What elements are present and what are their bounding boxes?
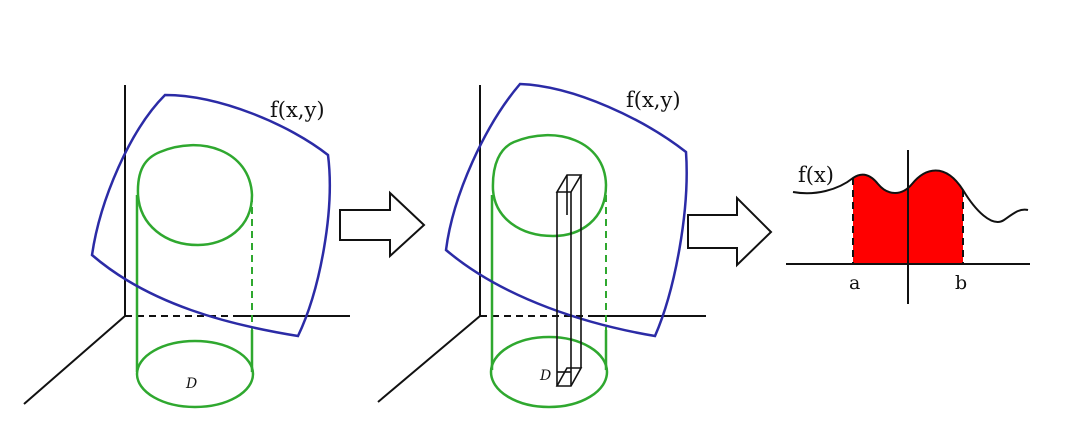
x-axis (23, 315, 126, 405)
region-label: D (185, 376, 197, 392)
surface-label: f(x,y) (626, 88, 681, 112)
region-on-surface (491, 133, 608, 238)
region-d-base (489, 335, 609, 409)
x-axis (377, 315, 481, 403)
region-label: D (539, 368, 551, 384)
right-arrow-icon (339, 190, 426, 259)
panel-surface-over-region: f(x,y) D (23, 85, 350, 409)
volume-column-icon (555, 174, 583, 387)
right-arrow-icon (687, 195, 773, 268)
panel-single-integral: f(x) a b (786, 150, 1030, 304)
panel-surface-with-column: f(x,y) D (377, 82, 706, 409)
curve-label: f(x) (798, 163, 834, 187)
region-on-surface (136, 143, 254, 247)
lower-limit-label: a (849, 272, 860, 294)
surface-fxy (444, 82, 688, 338)
upper-limit-label: b (955, 272, 967, 294)
curve-fx (792, 169, 1029, 223)
region-d-base (135, 339, 255, 409)
surface-label: f(x,y) (270, 98, 325, 122)
surface-fxy (90, 93, 331, 338)
